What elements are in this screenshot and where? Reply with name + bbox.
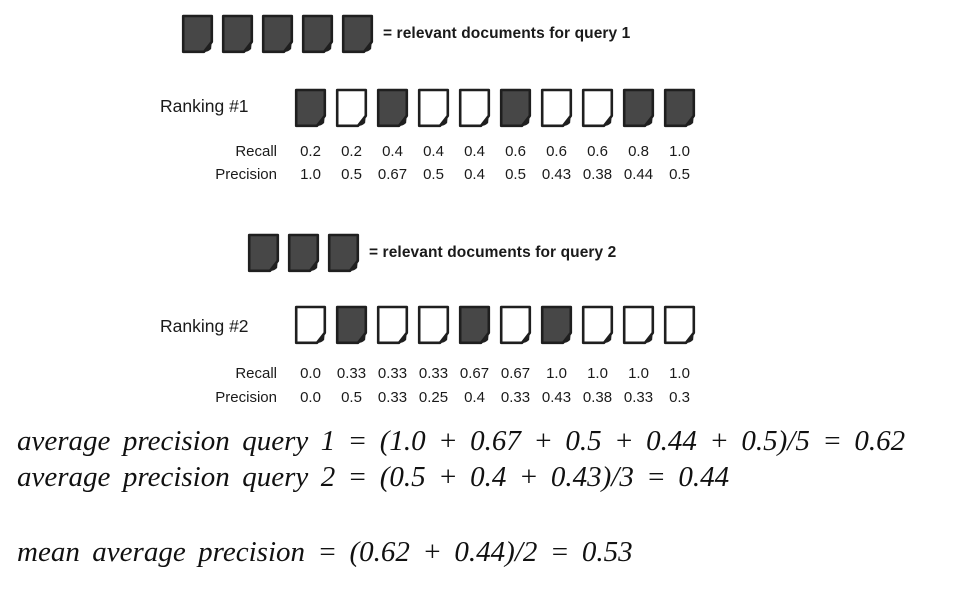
nonrelevant-doc-icon: [622, 305, 655, 345]
metric-value: 1.0: [628, 365, 649, 382]
ranking1-precision-values: 1.0 0.5 0.67 0.5 0.4 0.5 0.43 0.38 0.44 0.5: [290, 166, 700, 183]
metric-value: 0.5: [341, 166, 362, 183]
relevant-doc-icon: [341, 14, 374, 54]
ranking1-precision-label: Precision: [215, 166, 277, 183]
metric-value: 0.6: [587, 143, 608, 160]
metric-value: 0.3: [669, 389, 690, 406]
metric-value: 0.44: [623, 166, 654, 183]
metric-value: 0.33: [377, 365, 408, 382]
nonrelevant-doc-icon: [540, 88, 573, 128]
nonrelevant-doc-icon: [581, 88, 614, 128]
relevant-doc-icon: [301, 14, 334, 54]
relevant-doc-icon: [247, 233, 280, 273]
nonrelevant-doc-icon: [581, 305, 614, 345]
metric-value: 0.2: [341, 143, 362, 160]
legend-query2: = relevant documents for query 2: [247, 233, 616, 273]
metric-value: 1.0: [669, 365, 690, 382]
ranking1-label: Ranking #1: [160, 96, 249, 116]
metric-value: 0.5: [341, 389, 362, 406]
ranking1-recall-values: 0.2 0.2 0.4 0.4 0.4 0.6 0.6 0.6 0.8 1.0: [290, 143, 700, 160]
metric-value: 0.67: [459, 365, 490, 382]
nonrelevant-doc-icon: [663, 305, 696, 345]
metric-value: 0.67: [500, 365, 531, 382]
metric-value: 0.5: [505, 166, 526, 183]
relevant-doc-icon: [287, 233, 320, 273]
metric-value: 0.33: [500, 389, 531, 406]
ranking1-recall-row: Recall 0.2 0.2 0.4 0.4 0.4 0.6 0.6 0.6 0.8 1.0: [0, 143, 700, 160]
equations-block: average precision query 1 = (1.0 + 0.67 …: [17, 423, 905, 570]
avg-precision-q2-equation: average precision query 2 = (0.5 + 0.4 +…: [17, 461, 730, 493]
metric-value: 0.38: [582, 389, 613, 406]
ranking2-precision-label: Precision: [215, 389, 277, 406]
metric-value: 0.5: [423, 166, 444, 183]
ranking2-precision-values: 0.0 0.5 0.33 0.25 0.4 0.33 0.43 0.38 0.33 0.3: [290, 389, 700, 406]
metric-value: 0.6: [546, 143, 567, 160]
metric-value: 1.0: [669, 143, 690, 160]
ranking2-recall-label: Recall: [235, 365, 277, 382]
metric-value: 1.0: [546, 365, 567, 382]
legend-query2-label: = relevant documents for query 2: [369, 244, 617, 261]
relevant-doc-icon: [294, 88, 327, 128]
metric-value: 0.43: [541, 166, 572, 183]
relevant-doc-icon: [540, 305, 573, 345]
relevant-doc-icon: [261, 14, 294, 54]
metric-value: 1.0: [587, 365, 608, 382]
metric-value: 0.33: [623, 389, 654, 406]
ranking2-recall-values: 0.0 0.33 0.33 0.33 0.67 0.67 1.0 1.0 1.0 1.0: [290, 365, 700, 382]
metric-value: 0.33: [377, 389, 408, 406]
metric-value: 0.38: [582, 166, 613, 183]
relevant-doc-icon: [622, 88, 655, 128]
avg-precision-q1-equation: average precision query 1 = (1.0 + 0.67 …: [17, 425, 906, 457]
relevant-doc-icon: [376, 88, 409, 128]
legend-query1: = relevant documents for query 1: [181, 14, 630, 54]
metric-value: 0.5: [669, 166, 690, 183]
metric-value: 0.4: [464, 166, 485, 183]
nonrelevant-doc-icon: [458, 88, 491, 128]
metric-value: 1.0: [300, 166, 321, 183]
metric-value: 0.0: [300, 365, 321, 382]
mean-avg-precision-equation: mean average precision = (0.62 + 0.44)/2…: [17, 536, 633, 568]
metric-value: 0.4: [423, 143, 444, 160]
nonrelevant-doc-icon: [376, 305, 409, 345]
metric-value: 0.67: [377, 166, 408, 183]
metric-value: 0.43: [541, 389, 572, 406]
nonrelevant-doc-icon: [499, 305, 532, 345]
metric-value: 0.0: [300, 389, 321, 406]
metric-value: 0.25: [418, 389, 449, 406]
relevant-doc-icon: [327, 233, 360, 273]
metric-value: 0.8: [628, 143, 649, 160]
legend-query2-docs: [247, 233, 360, 273]
ranking1-precision-row: Precision 1.0 0.5 0.67 0.5 0.4 0.5 0.43 0.38 0.4…: [0, 166, 700, 183]
metric-value: 0.6: [505, 143, 526, 160]
relevant-doc-icon: [335, 305, 368, 345]
relevant-doc-icon: [458, 305, 491, 345]
ranking2-docs: [294, 305, 696, 345]
ranking2-recall-row: Recall 0.0 0.33 0.33 0.33 0.67 0.67 1.0 1.0 1.0 1…: [0, 365, 700, 382]
ranking2-label: Ranking #2: [160, 316, 249, 336]
nonrelevant-doc-icon: [294, 305, 327, 345]
metric-value: 0.2: [300, 143, 321, 160]
nonrelevant-doc-icon: [417, 88, 450, 128]
relevant-doc-icon: [221, 14, 254, 54]
metric-value: 0.33: [418, 365, 449, 382]
relevant-doc-icon: [499, 88, 532, 128]
metric-value: 0.33: [336, 365, 367, 382]
legend-query1-label: = relevant documents for query 1: [383, 25, 631, 42]
relevant-doc-icon: [663, 88, 696, 128]
ranking1-recall-label: Recall: [235, 143, 277, 160]
metric-value: 0.4: [464, 389, 485, 406]
nonrelevant-doc-icon: [417, 305, 450, 345]
legend-query1-docs: [181, 14, 374, 54]
nonrelevant-doc-icon: [335, 88, 368, 128]
ranking1-docs: [294, 88, 696, 128]
metric-value: 0.4: [464, 143, 485, 160]
relevant-doc-icon: [181, 14, 214, 54]
metric-value: 0.4: [382, 143, 403, 160]
